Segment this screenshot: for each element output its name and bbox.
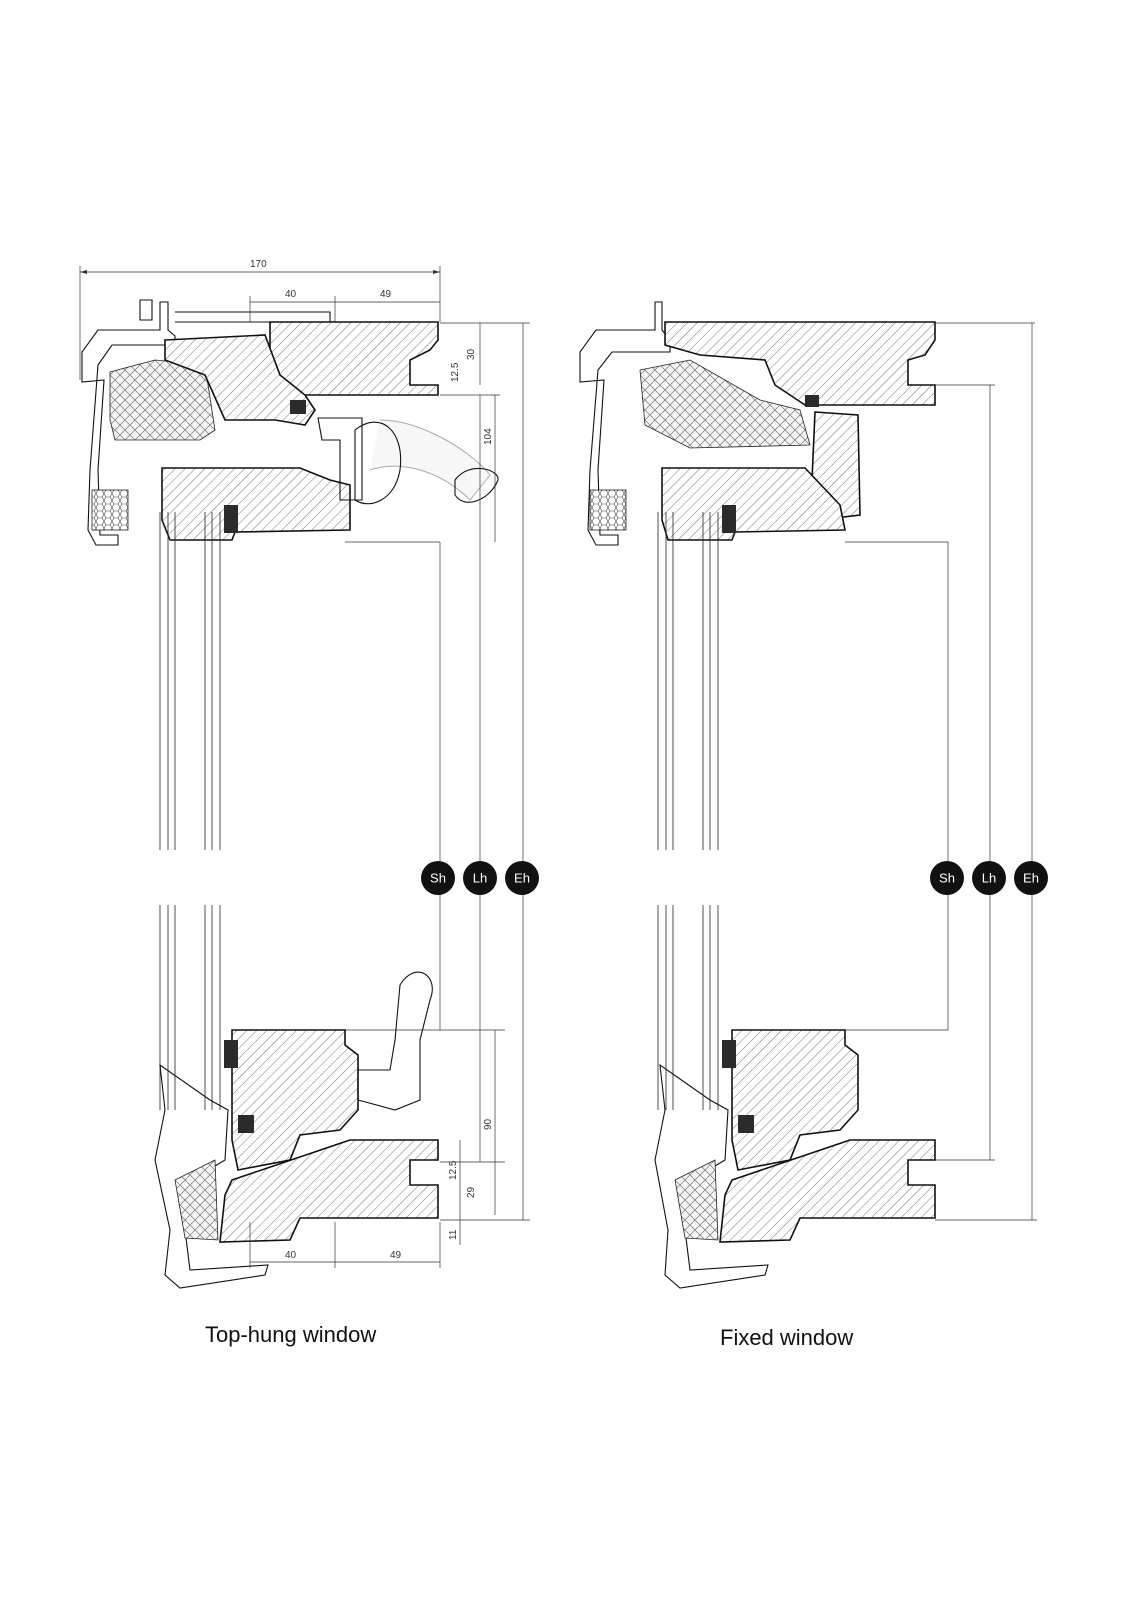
height-dimension-lines-right	[840, 322, 1037, 1221]
badge-eh-right: Eh	[1014, 861, 1048, 895]
dim-11-label: 11	[448, 1229, 459, 1240]
glazing-fixed	[657, 512, 719, 1110]
svg-text:Eh: Eh	[514, 871, 530, 886]
gasket-top-2	[224, 505, 238, 533]
frame-profile-bottom-fixed	[719, 1139, 936, 1243]
gasket-top-fixed	[722, 505, 736, 533]
cladding-top-fixed	[579, 301, 671, 546]
dim-90-label: 90	[483, 1118, 494, 1130]
cladding-top	[81, 301, 176, 546]
gasket-top-fixed-2	[805, 395, 819, 407]
dim-125-bottom-label: 12.5	[448, 1160, 459, 1180]
dimension-vertical-top: 30 12.5 104	[440, 322, 530, 542]
cladding-bottom	[154, 1063, 269, 1289]
flashing-strip	[139, 299, 331, 323]
svg-text:Lh: Lh	[473, 871, 487, 886]
cladding-bottom-fixed	[654, 1063, 769, 1289]
dim-40-bottom-label: 40	[285, 1250, 297, 1261]
gasket-bottom-1	[224, 1040, 238, 1068]
dim-40-top-label: 40	[285, 289, 297, 300]
dimension-vertical-bottom: 90 12.5 29 11	[448, 1030, 496, 1245]
sash-swing-ghost	[369, 419, 491, 501]
handle-tip-ghost	[454, 467, 499, 503]
dim-49-top-label: 49	[380, 289, 392, 300]
honeycomb-seal-top-fixed	[589, 489, 627, 531]
dim-29-label: 29	[466, 1186, 477, 1198]
insulation-top-fixed	[639, 359, 811, 449]
fixed-window-section: Sh Lh Eh	[579, 301, 1048, 1289]
dim-30-label: 30	[466, 348, 477, 360]
dim-104-label: 104	[483, 428, 494, 445]
caption-top-hung-window: Top-hung window	[205, 1322, 377, 1347]
honeycomb-seal-top	[91, 489, 129, 531]
sash-profile-top	[161, 467, 351, 541]
frame-profile-top-fixed	[664, 321, 936, 406]
frame-profile-bottom	[219, 1139, 439, 1243]
badge-sh-left: Sh	[421, 861, 455, 895]
svg-text:Sh: Sh	[939, 871, 955, 886]
sash-profile-bottom-fixed	[731, 1029, 859, 1171]
frame-inner-top	[164, 334, 316, 426]
glazing-top-hung	[159, 512, 221, 1110]
dimension-40-49-bottom: 40 49	[249, 1222, 441, 1268]
svg-text:Eh: Eh	[1023, 871, 1039, 886]
frame-profile-top	[269, 321, 439, 396]
dim-125-top-label: 12.5	[450, 362, 461, 382]
svg-text:Sh: Sh	[430, 871, 446, 886]
insulation-top	[109, 359, 216, 441]
gasket-bottom-fixed-2	[738, 1115, 754, 1133]
dim-170-label: 170	[250, 259, 267, 270]
gasket-bottom-2	[238, 1115, 254, 1133]
insulation-bottom	[174, 1159, 219, 1241]
svg-text:Lh: Lh	[982, 871, 996, 886]
height-dimension-lines-left	[345, 323, 530, 1221]
gasket-bottom-fixed	[722, 1040, 736, 1068]
badge-eh-left: Eh	[505, 861, 539, 895]
top-hung-window-section: 170 40 49 30 12.5 104	[79, 259, 539, 1289]
badge-lh-right: Lh	[972, 861, 1006, 895]
insulation-bottom-fixed	[674, 1159, 719, 1241]
hinge-bracket	[317, 417, 363, 501]
sash-profile-bottom	[231, 1029, 359, 1171]
badge-sh-right: Sh	[930, 861, 964, 895]
dimension-170: 170	[79, 259, 441, 380]
dim-49-bottom-label: 49	[390, 1250, 402, 1261]
gasket-top-1	[290, 400, 306, 414]
handle-ghost-bottom	[357, 971, 433, 1111]
badge-lh-left: Lh	[463, 861, 497, 895]
caption-fixed-window: Fixed window	[720, 1325, 854, 1350]
handle-knob-top	[354, 421, 402, 505]
dimension-40-49-top: 40 49	[249, 289, 440, 322]
